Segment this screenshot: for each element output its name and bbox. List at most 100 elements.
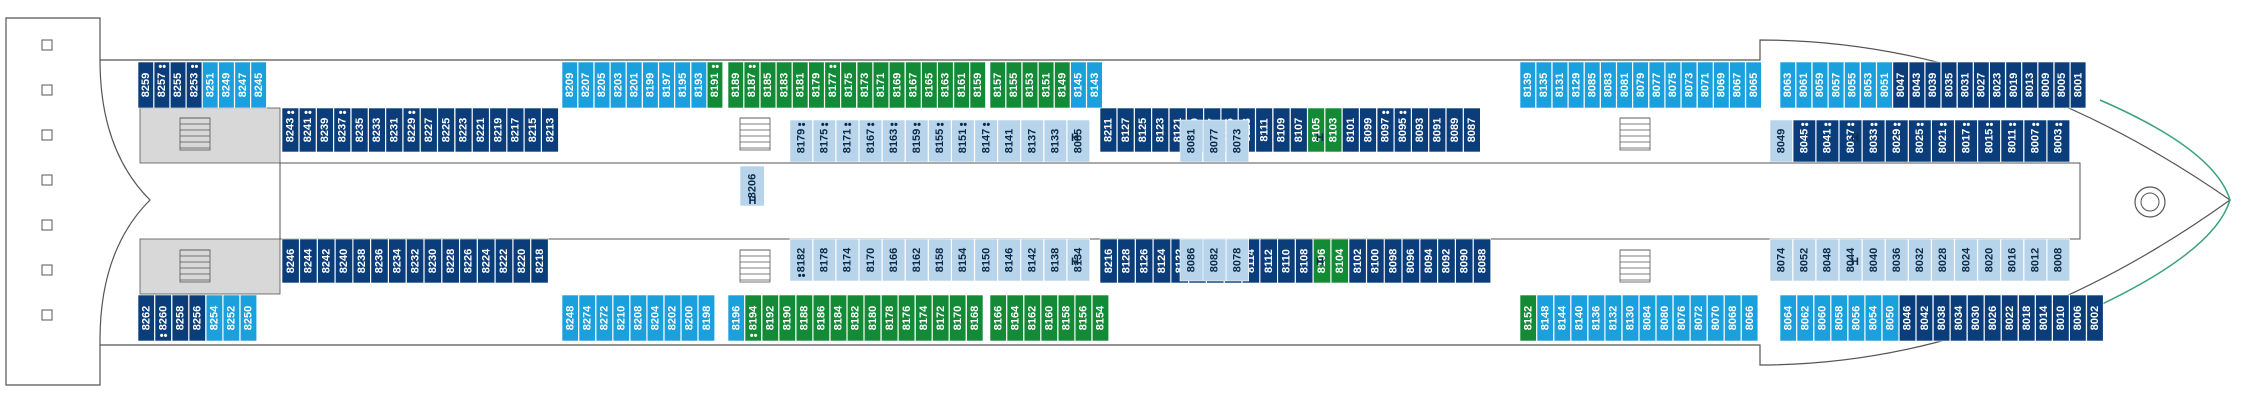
cabin-number: 8101 — [1345, 118, 1357, 142]
cabin-number: 8197 — [661, 73, 673, 97]
cabin-number: 8097 — [1380, 118, 1392, 142]
cabin-box — [1707, 294, 1725, 342]
cabin-number: 8053 — [1863, 73, 1875, 97]
cabin-8165: 8165 — [921, 61, 938, 109]
cabin-box — [1057, 294, 1075, 342]
cabin-8038: 8038 — [1933, 294, 1951, 342]
porthole-marker — [41, 84, 53, 96]
cabin-bed-marker: •• — [983, 119, 991, 131]
cabin-8178: 8178 — [812, 238, 836, 282]
cabin-box — [370, 238, 389, 284]
cabin-box — [1967, 294, 1985, 342]
cabin-number: 8070 — [1710, 306, 1722, 330]
cabin-bed-marker: •• — [829, 61, 837, 73]
cabin-number: 8157 — [992, 73, 1004, 97]
cabin-box — [759, 61, 777, 109]
cabin-box — [2035, 294, 2053, 342]
cabin-box — [1074, 294, 1092, 342]
cabin-number: 8229 — [406, 118, 418, 142]
cabin-number: 8250 — [243, 306, 255, 330]
cabin-number: 8256 — [192, 306, 204, 330]
cabin-number: 8249 — [221, 73, 233, 97]
cabin-8244: 8244 — [299, 238, 318, 284]
cabin-box — [1795, 61, 1812, 109]
cabin-box — [1437, 238, 1456, 284]
cabin-8083: 8083 — [1600, 61, 1617, 109]
cabin-box — [1950, 294, 1968, 342]
cabin-8009: 8009 — [2037, 61, 2054, 109]
cabin-number: 8107 — [1293, 118, 1305, 142]
cabin-box — [1054, 61, 1071, 109]
cabin-number: 8046 — [1902, 306, 1914, 330]
cabin-box — [154, 294, 172, 342]
cabin-number: 8003 — [2053, 129, 2065, 153]
cabin-box — [1697, 61, 1714, 109]
cabin-8237: 8237•• — [333, 107, 351, 153]
cabin-8183: 8183 — [776, 61, 793, 109]
cabin-8129: 8129 — [1568, 61, 1585, 109]
cabin-box — [170, 61, 187, 109]
cabin-number: 8028 — [1937, 248, 1949, 272]
cabin-box — [454, 107, 473, 153]
cabin-bed-marker: •• — [821, 119, 829, 131]
cabin-8221: 8221 — [472, 107, 490, 153]
cabin-8133: 8133 — [1043, 119, 1067, 163]
cabin-8106: 8106 — [1313, 238, 1331, 284]
cabin-8160: 8160 — [1040, 294, 1058, 342]
cabin-8074: 8074 — [1769, 238, 1793, 282]
cabin-box — [1769, 238, 1793, 282]
cabin-box — [2069, 294, 2087, 342]
cabin-8102: 8102 — [1348, 238, 1367, 284]
cabin-number: 8223 — [458, 118, 470, 142]
cabin-bed-marker: •• — [936, 119, 944, 131]
cabin-number: 8033 — [1868, 129, 1880, 153]
cabin-box — [812, 294, 830, 342]
cabin-8164: 8164 — [1006, 294, 1024, 342]
cabin-box — [1664, 61, 1681, 109]
accessible-cabin-label: H — [1851, 132, 1859, 144]
cabin-number: 8175 — [843, 73, 855, 97]
cabin-box — [1954, 238, 1978, 282]
cabin-number: 8111 — [1258, 118, 1270, 141]
cabin-box — [1933, 294, 1951, 342]
cabin-number: 8234 — [392, 248, 404, 273]
cabin-number: 8091 — [1432, 118, 1444, 142]
cabin-box — [1862, 238, 1886, 282]
porthole-marker — [41, 174, 53, 186]
cabin-number: 8204 — [650, 305, 662, 330]
cabin-box — [459, 238, 478, 284]
cabin-box — [2046, 119, 2070, 163]
cabin-box — [932, 294, 950, 342]
cabin-number: 8026 — [1987, 306, 1999, 330]
cabin-number: 8032 — [1914, 248, 1926, 272]
cabin-8095: 8095•• — [1394, 107, 1412, 153]
cabin-box — [2023, 238, 2047, 282]
cabin-bed-marker: •• — [2009, 119, 2017, 131]
cabin-box — [1225, 119, 1249, 163]
cabin-bed-marker: •• — [2032, 119, 2040, 131]
cabin-box — [1847, 294, 1865, 342]
cabin-8155: 8155 — [1005, 61, 1022, 109]
stairwell — [1619, 117, 1651, 151]
cabin-8152: 8152 — [1519, 294, 1537, 342]
cabin-number: 8075 — [1667, 73, 1679, 97]
cabin-box — [1021, 61, 1039, 109]
cabin-box — [495, 238, 513, 284]
cabin-box — [989, 294, 1007, 342]
cabin-8125: 8125 — [1134, 107, 1152, 153]
cabin-box — [1885, 238, 1909, 282]
cabin-number: 8042 — [1919, 306, 1931, 330]
cabin-number: 8132 — [1608, 306, 1620, 330]
stairwell — [1619, 249, 1651, 283]
cabin-8094: 8094 — [1419, 238, 1438, 284]
cabin-8141: 8141 — [997, 119, 1021, 163]
cabin-8044: 8044 — [1839, 238, 1863, 282]
cabin-number: 8201 — [629, 73, 641, 97]
cabin-box — [2000, 119, 2024, 163]
cabin-8163: 8163•• — [882, 119, 906, 163]
cabin-number: 8226 — [463, 249, 475, 273]
cabin-8257: 8257•• — [153, 61, 170, 109]
cabin-bed-marker: •• — [158, 61, 166, 73]
cabin-8001: 8001 — [2070, 61, 2087, 109]
cabin-8108: 8108 — [1295, 238, 1314, 284]
